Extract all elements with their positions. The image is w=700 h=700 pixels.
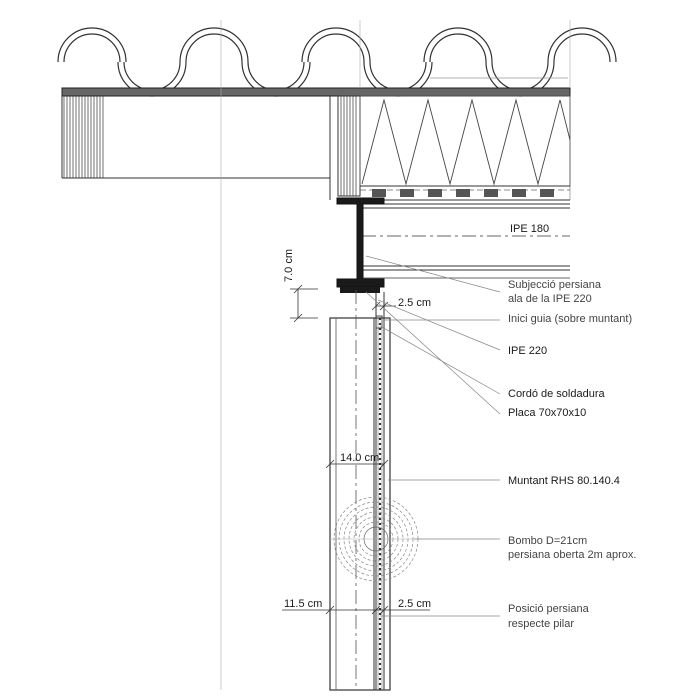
blind-guide (375, 292, 385, 690)
label-ipe220: IPE 220 (508, 345, 547, 357)
dim-width (325, 459, 389, 469)
dim-bottom-gap-label: 2.5 cm (398, 598, 431, 610)
dim-left-label: 11.5 cm (284, 598, 322, 610)
label-posicio-2: respecte pilar (508, 618, 574, 630)
dim-bottom (282, 605, 430, 615)
guide-lines (220, 20, 571, 690)
label-muntant: Muntant RHS 80.140.4 (508, 475, 620, 487)
label-cordo: Cordó de soldadura (508, 388, 606, 400)
muntant-rhs-column (329, 290, 391, 691)
leader-lines (365, 255, 501, 617)
roof-panel (61, 87, 571, 200)
label-ipe180: IPE 180 (510, 223, 549, 235)
label-subjeccio-2: ala de la IPE 220 (508, 293, 592, 305)
dim-vertical (290, 284, 318, 323)
label-bombo-1: Bombo D=21cm (508, 535, 587, 547)
label-placa: Placa 70x70x10 (508, 407, 586, 419)
ipe-220-section (336, 197, 385, 288)
label-bombo-2: persiana oberta 2m aprox. (508, 549, 636, 561)
joist-row (360, 185, 570, 201)
plate-70x70x10 (340, 287, 380, 293)
dim-top-gap-label: 2.5 cm (398, 297, 431, 309)
label-subjeccio-1: Subjecció persiana (508, 279, 602, 291)
label-inici-guia: Inici guia (sobre muntant) (508, 313, 632, 325)
dim-width-label: 14.0 cm (340, 452, 379, 464)
dim-vertical-label: 7.0 cm (283, 249, 295, 282)
timber-edge-left (63, 96, 104, 178)
ipe-180-beam (362, 203, 570, 279)
roof-tiles (57, 27, 617, 97)
timber-beam (337, 95, 361, 197)
insulation (359, 95, 571, 187)
label-posicio-1: Posició persiana (508, 603, 590, 615)
